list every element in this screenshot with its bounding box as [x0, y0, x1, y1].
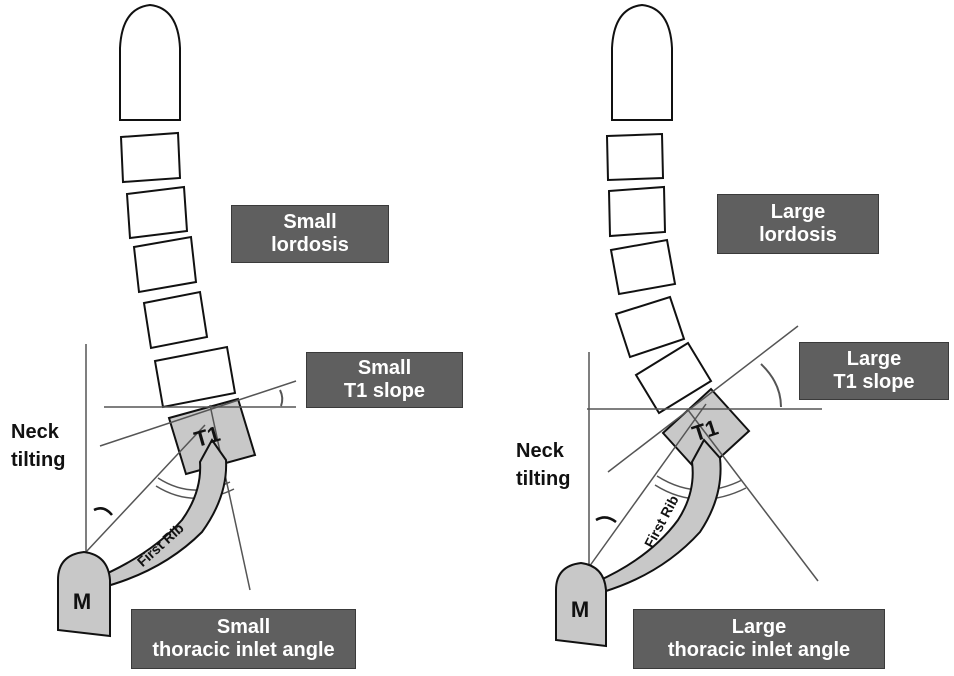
right-t1-vertebra: [661, 387, 751, 477]
right-spine-panel: M T1 First Rib: [555, 3, 822, 648]
left-vertebra-c5: [142, 290, 209, 350]
right-vertebra-c2: [605, 132, 665, 182]
right-neck-tilting-line2: tilting: [516, 468, 571, 490]
left-first-rib: [90, 438, 228, 590]
left-neck-tilt-line: [85, 424, 206, 553]
left-neck-tilting-line1: Neck: [11, 421, 59, 443]
right-t1-endplate-line: [607, 325, 799, 473]
right-vertebra-c5: [614, 295, 686, 359]
right-thoracic-inlet-line1: Large: [731, 616, 787, 638]
left-t1-endplate-line: [99, 380, 297, 447]
right-neck-tilting-label: Neck tilting: [516, 437, 570, 493]
right-occiput-shape: [611, 3, 673, 121]
left-neck-angle-arc: [93, 507, 113, 516]
right-thoracic-inlet-box: Large thoracic inlet angle: [633, 609, 885, 669]
left-occiput-shape: [119, 3, 181, 121]
right-slope-angle-arc: [760, 363, 782, 408]
right-lordosis-box: Large lordosis: [717, 194, 879, 254]
left-thoracic-inlet-box: Small thoracic inlet angle: [131, 609, 356, 669]
right-manubrium-label: M: [571, 597, 589, 622]
right-thoracic-inlet-line2: thoracic inlet angle: [667, 639, 851, 661]
right-reference-lines: [587, 325, 822, 582]
left-cervical-vertebrae: [119, 131, 237, 409]
left-vertebra-c4: [132, 235, 198, 294]
left-vertebra-c6: [153, 345, 237, 409]
right-first-rib: [594, 438, 722, 594]
left-neck-tilting-line2: tilting: [11, 449, 66, 471]
right-t1-perpendicular-line: [687, 409, 819, 582]
right-t1-slope-line1: Large: [846, 348, 902, 370]
right-t1-slope-line2: T1 slope: [833, 371, 915, 393]
left-t1-perpendicular-line: [209, 404, 251, 591]
right-cervical-vertebrae: [605, 132, 713, 415]
left-t1-vertebra: [167, 397, 257, 476]
left-lordosis-line1: Small: [283, 211, 337, 233]
right-neck-tilt-line: [588, 403, 707, 568]
right-manubrium: [555, 561, 607, 648]
left-neck-tilting-label: Neck tilting: [11, 418, 65, 474]
left-t1-slope-box: Small T1 slope: [306, 352, 463, 408]
left-thoracic-inlet-line1: Small: [216, 616, 271, 638]
left-spine-panel: M T1 First Rib: [57, 3, 297, 638]
left-slope-angle-arc: [279, 389, 284, 407]
right-vertebra-c4: [609, 238, 677, 296]
left-manubrium-label: M: [73, 589, 91, 614]
left-t1-slope-line2: T1 slope: [343, 380, 426, 402]
right-lordosis-line2: lordosis: [759, 224, 837, 246]
right-vertebra-c6: [634, 341, 713, 415]
left-t1-slope-line1: Small: [357, 357, 412, 379]
left-manubrium: [57, 550, 111, 638]
left-lordosis-box: Small lordosis: [231, 205, 389, 263]
left-lordosis-line2: lordosis: [271, 234, 349, 256]
right-lordosis-line1: Large: [770, 201, 826, 223]
right-vertebra-c3: [607, 185, 667, 238]
right-neck-tilting-line1: Neck: [516, 440, 564, 462]
left-vertebra-c2: [119, 131, 182, 184]
left-reference-lines: [85, 344, 297, 591]
right-neck-angle-arc: [595, 516, 617, 524]
right-t1-slope-box: Large T1 slope: [799, 342, 949, 400]
left-vertebra-c3: [125, 185, 189, 240]
left-thoracic-inlet-line2: thoracic inlet angle: [152, 639, 335, 661]
